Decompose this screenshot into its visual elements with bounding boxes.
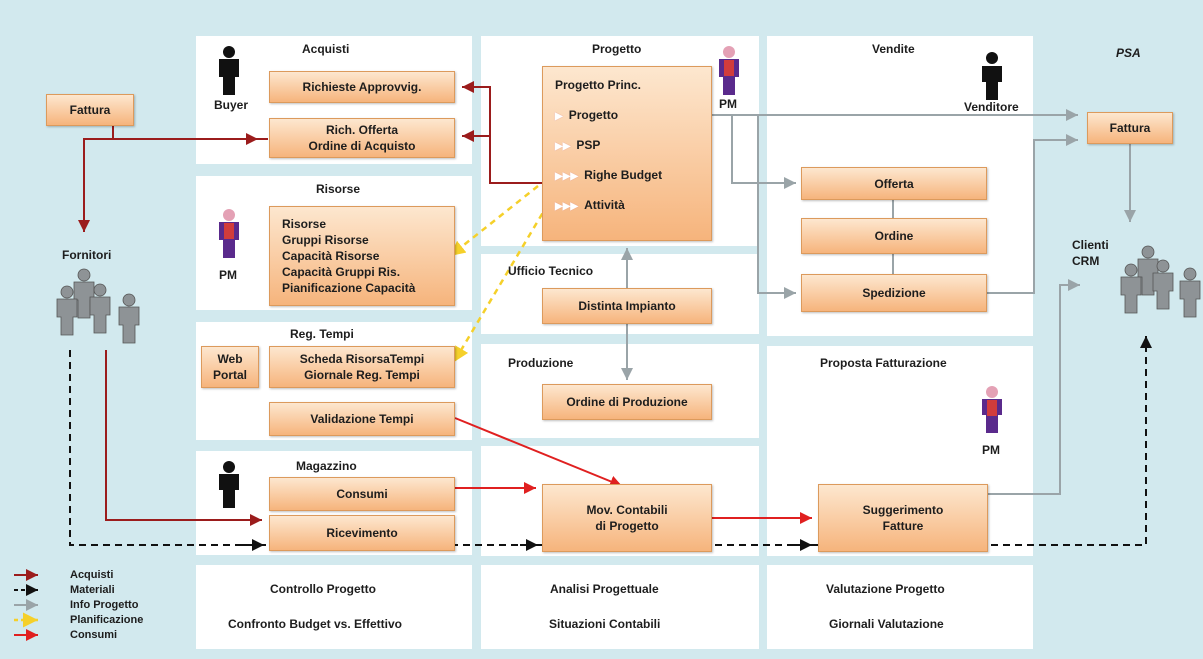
- offerta-box[interactable]: Offerta: [801, 167, 987, 200]
- arrow-richofferta-to-fornitori: [78, 138, 268, 232]
- distinta-impianto-box[interactable]: Distinta Impianto: [542, 288, 712, 324]
- person-icon: [982, 52, 1002, 100]
- ordine-box[interactable]: Ordine: [801, 218, 987, 254]
- reg-tempi-label: Reg. Tempi: [290, 327, 354, 341]
- pm-label-progetto: PM: [719, 97, 737, 111]
- valutazione-progetto-sub: Giornali Valutazione: [829, 617, 944, 631]
- arrow-fattura-to-richofferta: [112, 126, 258, 145]
- person-icon: [982, 386, 1002, 433]
- arrow-to-spedizione: [757, 115, 796, 299]
- psa-title: PSA: [1116, 46, 1141, 60]
- vendite-label: Vendite: [872, 42, 915, 56]
- panel-bottom-3: [767, 565, 1033, 649]
- controllo-progetto-title: Controllo Progetto: [270, 582, 376, 596]
- legend-materiali: Materiali: [70, 584, 115, 596]
- pm-label-risorse: PM: [219, 268, 237, 282]
- legend-info-progetto: Info Progetto: [70, 599, 139, 611]
- progetto-label: Progetto: [592, 42, 642, 56]
- acquisti-label: Acquisti: [302, 42, 350, 56]
- legend-planificazione: Planificazione: [70, 614, 144, 626]
- triangle-bullet-icon: ▶▶▶: [555, 201, 579, 212]
- ordine-produzione-box[interactable]: Ordine di Produzione: [542, 384, 712, 420]
- arrow-progetto-to-richofferta: [462, 130, 491, 183]
- crm-label: CRM: [1072, 254, 1100, 268]
- attivita-item: ▶▶▶Attività: [555, 198, 625, 212]
- panel-bottom-1: [196, 565, 472, 649]
- magazzino-label: Magazzino: [296, 459, 357, 473]
- ufficio-tecnico-label: Ufficio Tecnico: [508, 264, 594, 278]
- psp-item: ▶▶PSP: [555, 138, 601, 152]
- clienti-label: Clienti: [1072, 238, 1109, 252]
- person-icon: [719, 46, 739, 95]
- triangle-bullet-icon: ▶▶▶: [555, 171, 579, 182]
- person-icon: [219, 46, 239, 95]
- arrow-sugg-to-clienti: [988, 279, 1080, 495]
- consumi-box[interactable]: Consumi: [269, 477, 455, 511]
- arrow-plan-risorse: [449, 185, 539, 257]
- person-icon: [219, 209, 239, 258]
- righe-budget-item: ▶▶▶Righe Budget: [555, 168, 663, 182]
- controllo-progetto-sub: Confronto Budget vs. Effettivo: [228, 617, 402, 631]
- venditore-label: Venditore: [964, 100, 1019, 114]
- progetto-princ-title: Progetto Princ.: [555, 78, 642, 92]
- validazione-tempi-box[interactable]: Validazione Tempi: [269, 402, 455, 436]
- analisi-progettuale-sub: Situazioni Contabili: [549, 617, 661, 631]
- arrow-fornitori-to-ricevimento: [105, 350, 262, 526]
- triangle-bullet-icon: ▶▶: [555, 141, 571, 152]
- panel-bottom-2: [481, 565, 759, 649]
- arrow-plan-tempi: [452, 203, 550, 363]
- person-group-icon: [1120, 245, 1201, 318]
- triangle-bullet-icon: ▶: [555, 111, 563, 122]
- spedizione-box[interactable]: Spedizione: [801, 274, 987, 312]
- analisi-progettuale-title: Analisi Progettuale: [550, 582, 659, 596]
- valutazione-progetto-title: Valutazione Progetto: [826, 582, 945, 596]
- person-group-icon: [56, 268, 140, 344]
- proposta-fatturazione-label: Proposta Fatturazione: [820, 356, 947, 370]
- fattura-box-right[interactable]: Fattura: [1087, 112, 1173, 144]
- richieste-approvvig-box[interactable]: Richieste Approvvig.: [269, 71, 455, 103]
- progetto-item: ▶Progetto: [555, 108, 619, 122]
- risorse-list-box[interactable]: Risorse Gruppi Risorse Capacità Risorse …: [269, 206, 455, 306]
- arrow-spedizione-to-fattura: [987, 134, 1078, 294]
- fornitori-label: Fornitori: [62, 248, 112, 262]
- fattura-box-left[interactable]: Fattura: [46, 94, 134, 126]
- person-icon: [219, 461, 239, 508]
- progetto-princ-box[interactable]: Progetto Princ. ▶Progetto ▶▶PSP ▶▶▶Righe…: [542, 66, 712, 241]
- pm-label-fatturazione: PM: [982, 443, 1000, 457]
- ricevimento-box[interactable]: Ricevimento: [269, 515, 455, 551]
- produzione-label: Produzione: [508, 356, 574, 370]
- legend-consumi: Consumi: [70, 629, 118, 641]
- arrow-to-offerta: [731, 115, 796, 189]
- buyer-label: Buyer: [214, 98, 249, 112]
- legend-acquisti: Acquisti: [70, 569, 114, 581]
- risorse-label: Risorse: [316, 182, 361, 196]
- arrow-validazione-to-mov: [454, 417, 623, 488]
